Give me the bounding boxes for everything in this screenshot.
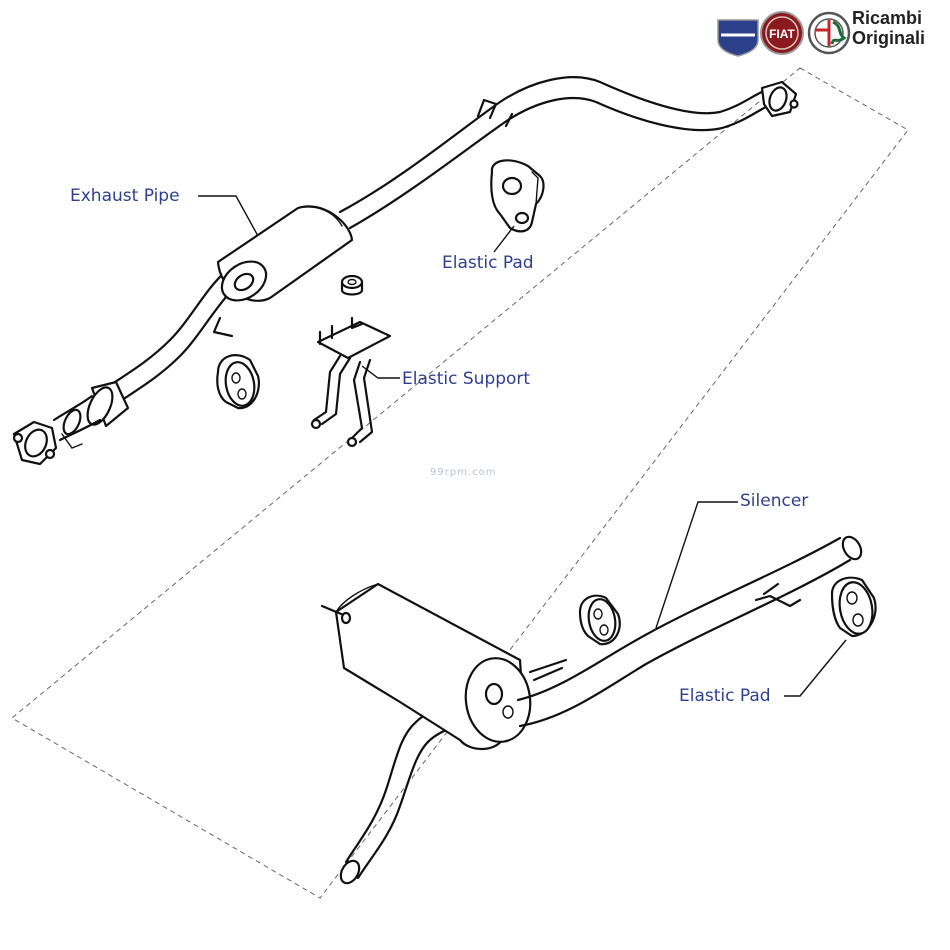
bush-nut [340, 274, 364, 296]
watermark: 99rpm.com [430, 467, 497, 478]
rubber-ring-pad-middle [578, 594, 621, 646]
rubber-ring-pad-left [216, 354, 260, 410]
label-exhaust-pipe: Exhaust Pipe [70, 186, 180, 206]
elastic-pad-top-part [490, 159, 545, 233]
label-silencer: Silencer [740, 491, 809, 511]
brand-line-1: Ricambi [852, 8, 923, 28]
brand-name: Ricambi Originali [852, 8, 925, 48]
leader-elastic-support [361, 365, 400, 379]
alfa-romeo-logo [807, 11, 851, 55]
leader-elastic-pad-bottom [784, 639, 847, 697]
svg-text:FIAT: FIAT [769, 27, 795, 41]
brand-line-2: Originali [852, 28, 926, 48]
silencer-part [320, 535, 863, 885]
dashed-frame [11, 67, 909, 899]
exhaust-pipe-part [12, 76, 799, 466]
leader-silencer [655, 501, 738, 629]
fiat-logo: FIAT [760, 11, 804, 55]
label-elastic-support: Elastic Support [402, 369, 531, 389]
label-elastic-pad-top: Elastic Pad [442, 253, 534, 273]
elastic-support-part [310, 316, 392, 448]
lancia-logo [717, 19, 759, 57]
leader-exhaust-pipe [198, 195, 259, 237]
leader-elastic-pad-top [493, 225, 515, 253]
label-elastic-pad-bottom: Elastic Pad [679, 686, 771, 706]
elastic-pad-bottom-part [830, 576, 877, 638]
